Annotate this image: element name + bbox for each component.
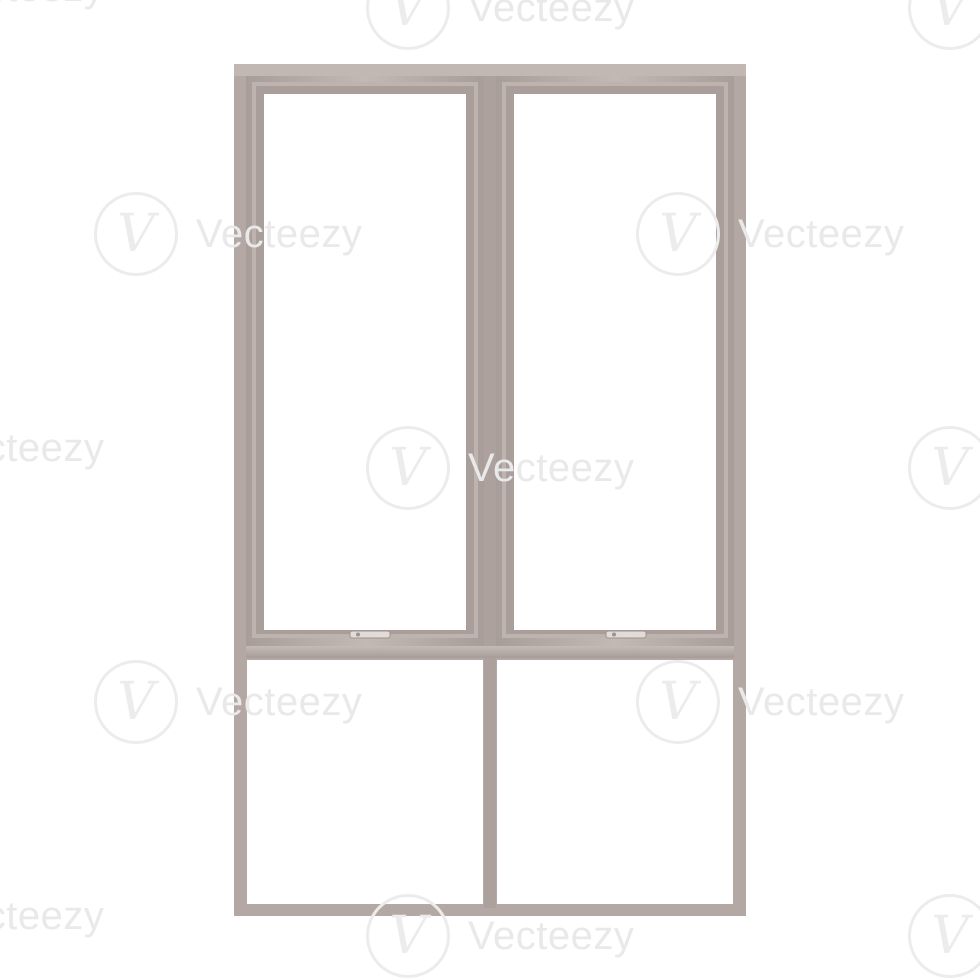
right-latch-icon	[605, 630, 647, 639]
left-latch-screw-icon	[356, 632, 360, 637]
lower-left-pane	[247, 660, 483, 904]
left-latch-icon	[349, 630, 391, 639]
right-latch-screw-icon	[612, 632, 616, 637]
transom-rail	[246, 646, 734, 658]
right-glass-pane	[514, 94, 716, 630]
lower-right-pane	[497, 660, 733, 904]
outer-frame-top-highlight	[234, 64, 746, 76]
center-mullion	[484, 76, 496, 908]
left-glass-pane	[264, 94, 466, 630]
